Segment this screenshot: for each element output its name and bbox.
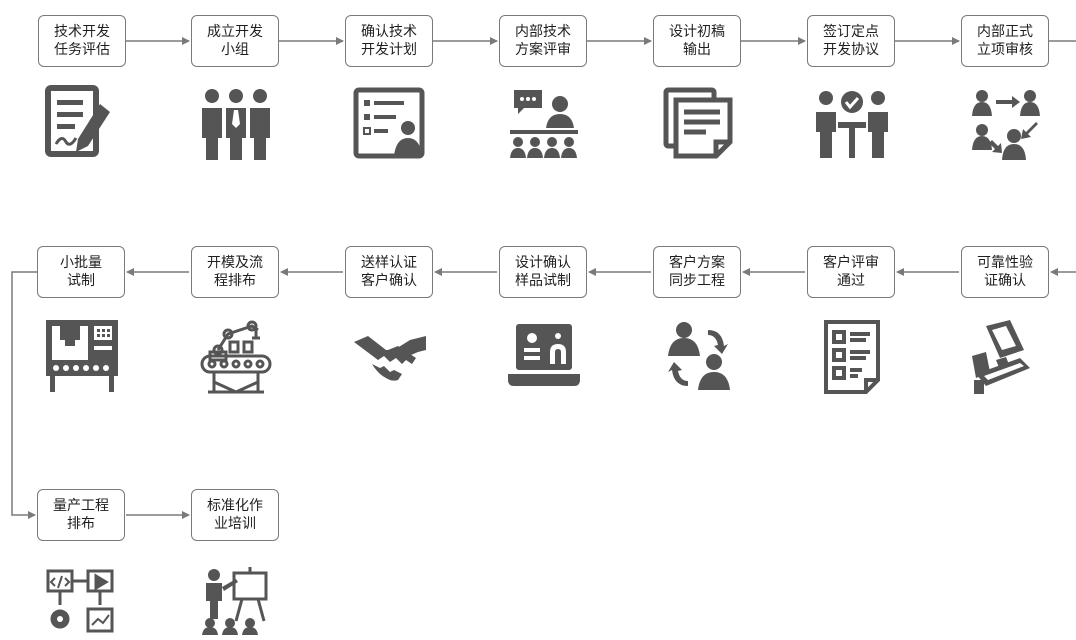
step-node-13: 开模及流 程排布: [191, 246, 279, 298]
step-node-2: 成立开发 小组: [191, 15, 279, 67]
step-node-7: 内部正式 立项审核: [961, 15, 1049, 67]
step-node-6: 签订定点 开发协议: [807, 15, 895, 67]
step-node-10: 客户方案 同步工程: [653, 246, 741, 298]
step-node-14: 小批量 试制: [37, 246, 125, 298]
handshake-icon: [350, 316, 430, 396]
exchange-people-icon: [658, 316, 738, 396]
factory-machine-icon: [42, 316, 122, 396]
step-node-12: 送样认证 客户确认: [345, 246, 433, 298]
agreement-team-icon: [812, 84, 892, 164]
step-node-15: 量产工程 排布: [37, 489, 125, 541]
plan-board-icon: [350, 84, 430, 164]
step-node-8: 可靠性验 证确认: [961, 246, 1049, 298]
document-stack-icon: [658, 84, 738, 164]
step-node-1: 技术开发 任务评估: [38, 15, 126, 67]
step-node-3: 确认技术 开发计划: [345, 15, 433, 67]
step-node-11: 设计确认 样品试制: [499, 246, 587, 298]
step-node-4: 内部技术 方案评审: [499, 15, 587, 67]
step-node-16: 标准化作 业培训: [191, 489, 279, 541]
meeting-review-icon: [504, 84, 584, 164]
arrow-14-15: [11, 271, 37, 519]
step-node-5: 设计初稿 输出: [653, 15, 741, 67]
step-node-9: 客户评审 通过: [807, 246, 895, 298]
checklist-pen-icon: [42, 84, 122, 164]
team-group-icon: [196, 84, 276, 164]
training-presentation-icon: [196, 560, 276, 635]
robot-arm-conveyor-icon: [196, 316, 276, 396]
approval-network-icon: [966, 84, 1046, 164]
computer-test-icon: [966, 316, 1046, 396]
design-laptop-icon: [504, 316, 584, 396]
review-form-icon: [812, 316, 892, 396]
engineering-flow-icon: [42, 560, 122, 633]
